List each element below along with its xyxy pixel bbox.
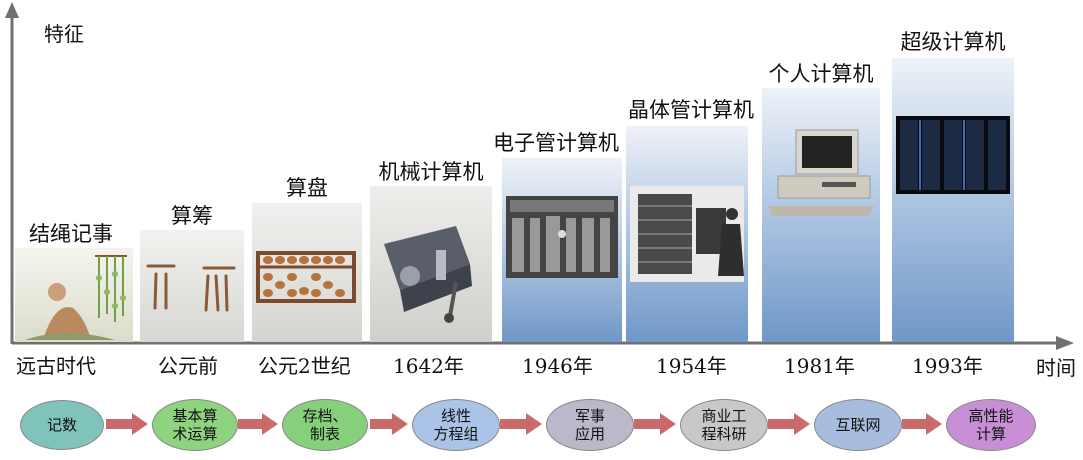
era-label-1642: 1642年 (393, 354, 464, 378)
use-oval-hpc: 高性能 计算 (946, 399, 1036, 451)
x-axis-label: 时间 (1036, 356, 1076, 380)
arrow-7 (902, 413, 942, 435)
knot-records-illustration (25, 255, 127, 340)
era-label-1981: 1981年 (784, 354, 855, 378)
stage-label-knot-records: 结绳记事 (29, 222, 113, 246)
panel-knot-records (15, 248, 133, 342)
use-oval-business-research: 商业工 程科研 (680, 399, 768, 451)
era-label-bc: 公元前 (158, 354, 218, 378)
stage-label-abacus: 算盘 (286, 176, 328, 200)
panel-abacus (252, 203, 362, 342)
x-axis-arrowhead (1056, 336, 1074, 350)
use-oval-linear-equations: 线性 方程组 (412, 399, 500, 451)
eniac-photo (506, 196, 618, 278)
abacus-illustration (256, 251, 356, 303)
era-label-ancient: 远古时代 (16, 354, 96, 378)
arrow-3 (370, 413, 408, 435)
panel-transistor (626, 126, 748, 342)
panel-mechanical (370, 186, 492, 342)
counting-rods-illustration (146, 264, 236, 312)
use-oval-military: 军事 应用 (546, 399, 634, 451)
stage-label-mechanical: 机械计算机 (378, 160, 484, 184)
y-axis-arrowhead (5, 2, 19, 18)
use-oval-counting: 记数 (20, 400, 104, 450)
stage-label-super: 超级计算机 (900, 30, 1006, 54)
ibm-pc-photo (768, 129, 874, 216)
era-label-1993: 1993年 (912, 354, 983, 378)
use-oval-internet: 互联网 (814, 399, 902, 451)
use-oval-archiving: 存档、 制表 (282, 399, 368, 451)
supercomputer-photo (896, 116, 1010, 194)
arrow-2 (238, 413, 278, 435)
y-axis-label: 特征 (44, 22, 84, 46)
panel-personal (762, 88, 880, 342)
stage-label-personal: 个人计算机 (768, 62, 874, 86)
era-label-1954: 1954年 (656, 354, 727, 378)
mechanical-calculator-illustration (384, 226, 472, 323)
arrow-4 (500, 413, 542, 435)
stage-label-transistor: 晶体管计算机 (628, 98, 754, 122)
transistor-computer-photo (630, 186, 744, 282)
panel-vacuum-tube (502, 158, 622, 342)
arrow-1 (106, 413, 148, 435)
era-label-1946: 1946年 (522, 354, 593, 378)
era-label-2nd-century: 公元2世纪 (258, 354, 351, 378)
panel-super (892, 58, 1014, 342)
stage-label-vacuum-tube: 电子管计算机 (493, 131, 619, 155)
stage-label-counting-rods: 算筹 (171, 204, 213, 228)
arrow-5 (634, 413, 676, 435)
arrow-6 (768, 413, 810, 435)
panel-counting-rods (140, 230, 244, 342)
use-oval-arithmetic: 基本算 术运算 (152, 399, 238, 451)
